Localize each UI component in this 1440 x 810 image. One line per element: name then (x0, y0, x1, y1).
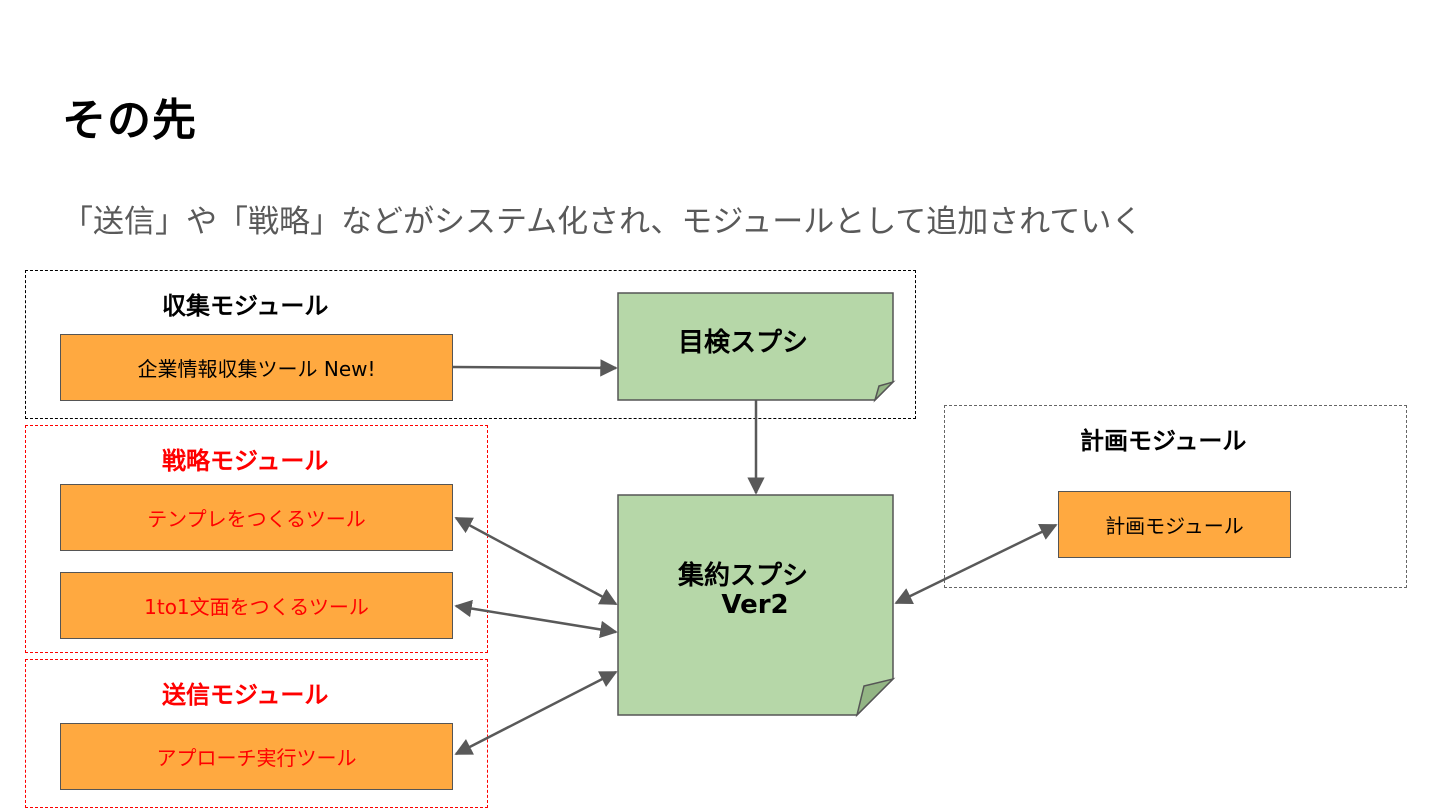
arrow-onetoone-aggregate (454, 599, 618, 639)
aggregate-sheet-label-line1: 集約スプシ (677, 561, 808, 591)
strategy-module-title: 戦略モジュール (162, 447, 329, 475)
company-info-collector-tool: 企業情報収集ツール New! (60, 334, 453, 401)
send-module-title: 送信モジュール (162, 681, 329, 709)
collection-module-group (25, 270, 916, 419)
page-subtitle: 「送信」や「戦略」などがシステム化され、モジュールとして追加されていく (62, 204, 1143, 240)
review-sheet (617, 292, 896, 403)
collection-module-title: 収集モジュール (162, 292, 329, 320)
aggregate-sheet-label-line2: Ver2 (721, 590, 789, 620)
arrow-approach-aggregate (454, 670, 618, 756)
plan-module-group (944, 405, 1407, 588)
review-sheet-label: 目検スプシ (677, 328, 808, 358)
aggregate-sheet (617, 494, 896, 718)
template-maker-tool: テンプレをつくるツール (60, 484, 453, 551)
plan-module-tool: 計画モジュール (1058, 491, 1291, 558)
arrow-plan-aggregate (894, 523, 1058, 605)
plan-module-title: 計画モジュール (1080, 427, 1247, 455)
page-title: その先 (62, 95, 197, 146)
arrow-template-aggregate (454, 516, 618, 606)
arrow-collector-to-review (452, 359, 618, 377)
one-to-one-text-maker-tool: 1to1文面をつくるツール (60, 572, 453, 639)
approach-executor-tool: アプローチ実行ツール (60, 723, 453, 790)
